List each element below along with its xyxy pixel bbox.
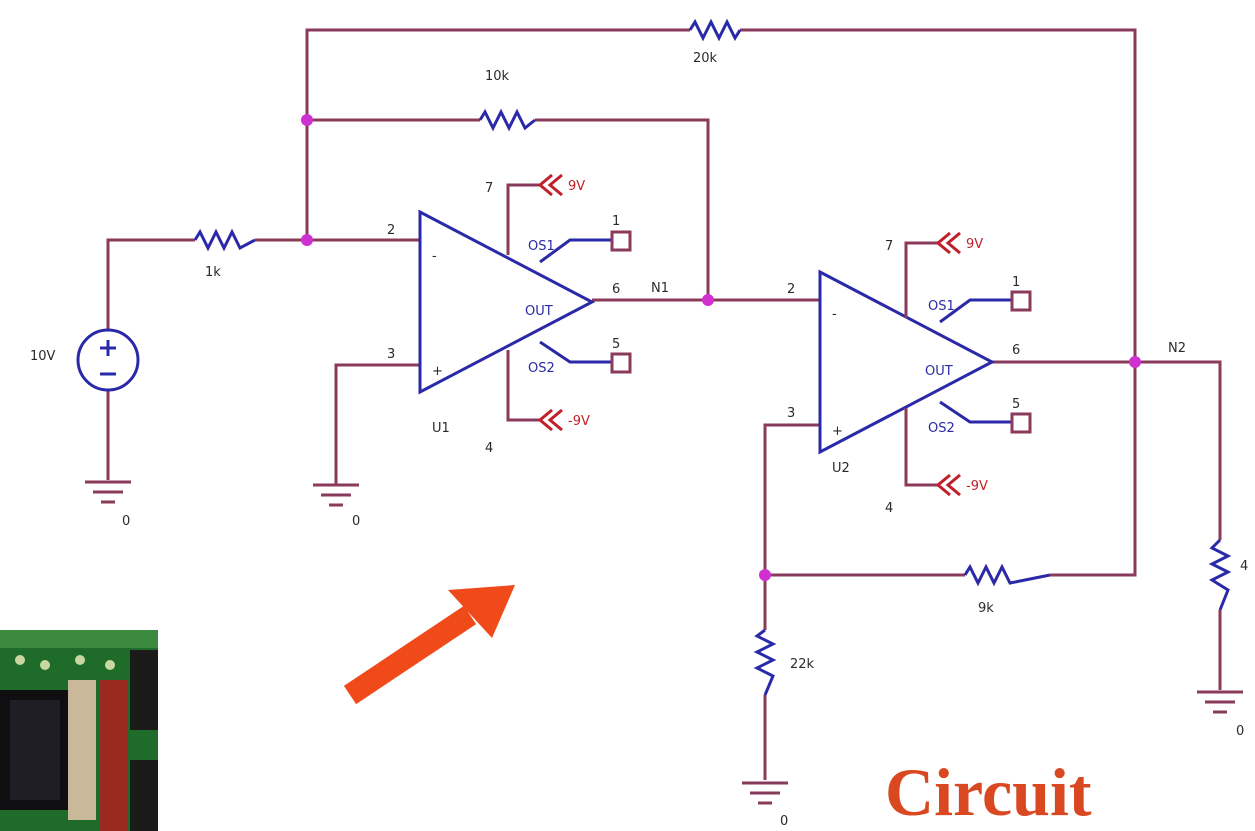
- resistor-r-input: 1k: [193, 228, 256, 280]
- ground-label-4: 0: [1236, 724, 1244, 739]
- u2-os1-label: OS1: [928, 299, 955, 314]
- resistor-r-ground: 22k: [753, 628, 815, 696]
- u1-os2-label: OS2: [528, 361, 555, 376]
- u2-pin-vpos: 7: [885, 239, 893, 254]
- u2-supply-pos: 9V: [966, 237, 983, 252]
- u2-plus-sign: +: [832, 424, 843, 439]
- u2-pin-noninv: 3: [787, 406, 795, 421]
- opamp-u1: - + 2 3 6 OUT OS1 OS2 U1 N1 7 9V 4 -9V 1…: [387, 173, 669, 456]
- resistor-label-load: 4: [1240, 559, 1248, 574]
- circuit-board-image: [0, 630, 158, 831]
- u2-out-label: OUT: [925, 364, 953, 379]
- u1-supply-neg: -9V: [568, 414, 590, 429]
- u2-pin-out: 6: [1012, 343, 1020, 358]
- node-dot: [702, 294, 714, 306]
- u1-os1-label: OS1: [528, 239, 555, 254]
- u2-supply-neg: -9V: [966, 479, 988, 494]
- resistor-label-stage2: 9k: [978, 601, 994, 616]
- u1-minus-sign: -: [432, 249, 437, 264]
- wires: [106, 28, 1222, 780]
- ground-label-1: 0: [122, 514, 130, 529]
- ground-label-2: 0: [352, 514, 360, 529]
- resistor-r-inner: 10k: [478, 69, 536, 132]
- u1-pin-out: 6: [612, 282, 620, 297]
- u1-supply-pos: 9V: [568, 179, 585, 194]
- voltage-source: 10V: [30, 328, 140, 392]
- u2-name: U2: [832, 461, 850, 476]
- node-dot: [1129, 356, 1141, 368]
- node-dot: [301, 114, 313, 126]
- resistor-label-input: 1k: [205, 265, 221, 280]
- node-dot: [301, 234, 313, 246]
- u2-os2-label: OS2: [928, 421, 955, 436]
- resistor-label-ground: 22k: [790, 657, 815, 672]
- resistor-r-stage2: 9k: [963, 563, 1051, 616]
- ground-symbol-u1: 0: [313, 483, 360, 529]
- ground-symbol-r22k: 0: [742, 781, 788, 829]
- u2-pin-os1: 1: [1012, 275, 1020, 290]
- u1-net-label: N1: [651, 281, 669, 296]
- u1-pin-vpos: 7: [485, 181, 493, 196]
- u1-pin-inv: 2: [387, 223, 395, 238]
- u2-pin-os2: 5: [1012, 397, 1020, 412]
- source-label: 10V: [30, 349, 56, 364]
- resistor-r-outer: 20k: [688, 18, 742, 66]
- opamp-u2: - + 2 3 6 OUT OS1 OS2 U2 N2 7 9V 4 -9V 1…: [787, 231, 1186, 516]
- u1-out-label: OUT: [525, 304, 553, 319]
- resistor-label-outer: 20k: [693, 51, 718, 66]
- u2-minus-sign: -: [832, 307, 837, 322]
- u2-pin-inv: 2: [787, 282, 795, 297]
- resistor-r-load: 4: [1208, 538, 1248, 611]
- arrow-icon: [343, 585, 515, 705]
- ground-label-3: 0: [780, 814, 788, 829]
- node-dot: [759, 569, 771, 581]
- u1-pin-os2: 5: [612, 337, 620, 352]
- resistor-label-inner: 10k: [485, 69, 510, 84]
- u2-pin-vneg: 4: [885, 501, 893, 516]
- u1-name: U1: [432, 421, 450, 436]
- ground-symbol-source: 0: [85, 480, 131, 529]
- circuit-title: Circuit: [885, 754, 1092, 830]
- u1-pin-vneg: 4: [485, 441, 493, 456]
- ground-symbol-load: 0: [1197, 690, 1244, 739]
- u1-pin-os1: 1: [612, 214, 620, 229]
- junction-nodes: [301, 114, 1141, 581]
- u2-net-label: N2: [1168, 341, 1186, 356]
- u1-pin-noninv: 3: [387, 347, 395, 362]
- u1-plus-sign: +: [432, 364, 443, 379]
